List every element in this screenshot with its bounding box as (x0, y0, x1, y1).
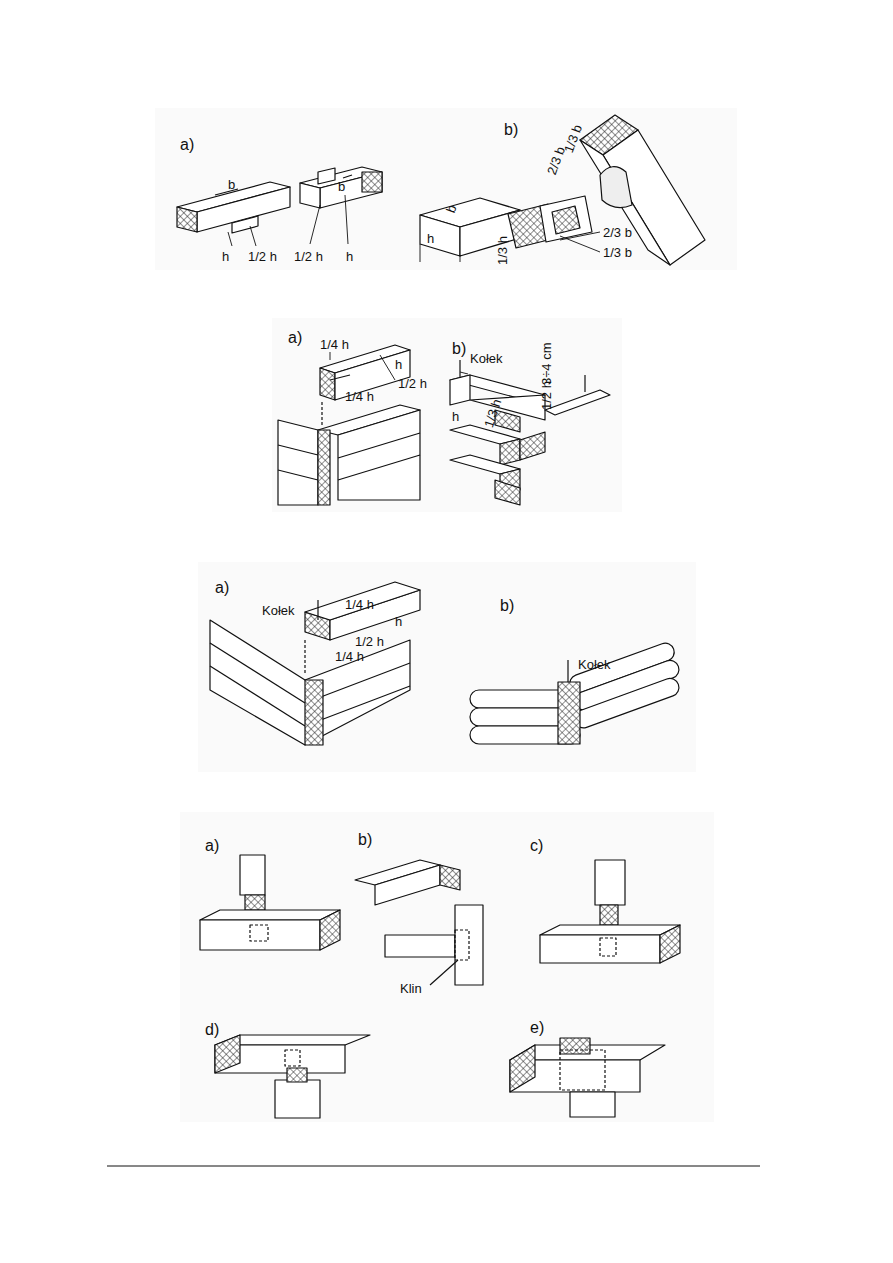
figure-letter: d) (205, 1022, 219, 1038)
dimension-label: h (395, 615, 402, 628)
figure-letter: b) (500, 598, 514, 614)
dimension-label: 3÷4 cm (540, 342, 553, 385)
dimension-label: Kołek (578, 658, 611, 671)
dimension-label: 1/2 h (248, 250, 277, 263)
figure-letter: a) (205, 838, 219, 854)
dimension-label: h (222, 250, 229, 263)
figure-letter: a) (288, 330, 302, 346)
dimension-label: 1/4 h (345, 598, 374, 611)
figure-letter: a) (180, 137, 194, 153)
dimension-label: h (452, 410, 459, 423)
dimension-label: b (338, 180, 345, 193)
figure-letter: b) (504, 122, 518, 138)
dimension-label: Kołek (262, 604, 295, 617)
dimension-label: 1/3 h (496, 236, 509, 265)
dimension-label: h (427, 232, 434, 245)
dimension-label: 2/3 b (603, 226, 632, 239)
dimension-label: 1/2 h (294, 250, 323, 263)
dimension-label: 1/2 h (398, 377, 427, 390)
dimension-label: h (395, 358, 402, 371)
dimension-label: 1/4 h (335, 650, 364, 663)
figure-letter: c) (530, 838, 543, 854)
dimension-label: 1/4 h (320, 338, 349, 351)
dimension-label: Kołek (470, 352, 503, 365)
dimension-label: h (346, 250, 353, 263)
dimension-label: b (228, 178, 235, 191)
dimension-label: 1/3 b (603, 246, 632, 259)
figure-letter: e) (530, 1020, 544, 1036)
dimension-label: 1/2 h (355, 635, 384, 648)
figure-letter: b) (358, 832, 372, 848)
figure-letter: b) (452, 341, 466, 357)
dimension-label: 1/2 h (540, 381, 553, 410)
figure-letter: a) (215, 580, 229, 596)
dimension-label: Klin (400, 982, 422, 995)
dimension-label: 1/4 h (345, 390, 374, 403)
